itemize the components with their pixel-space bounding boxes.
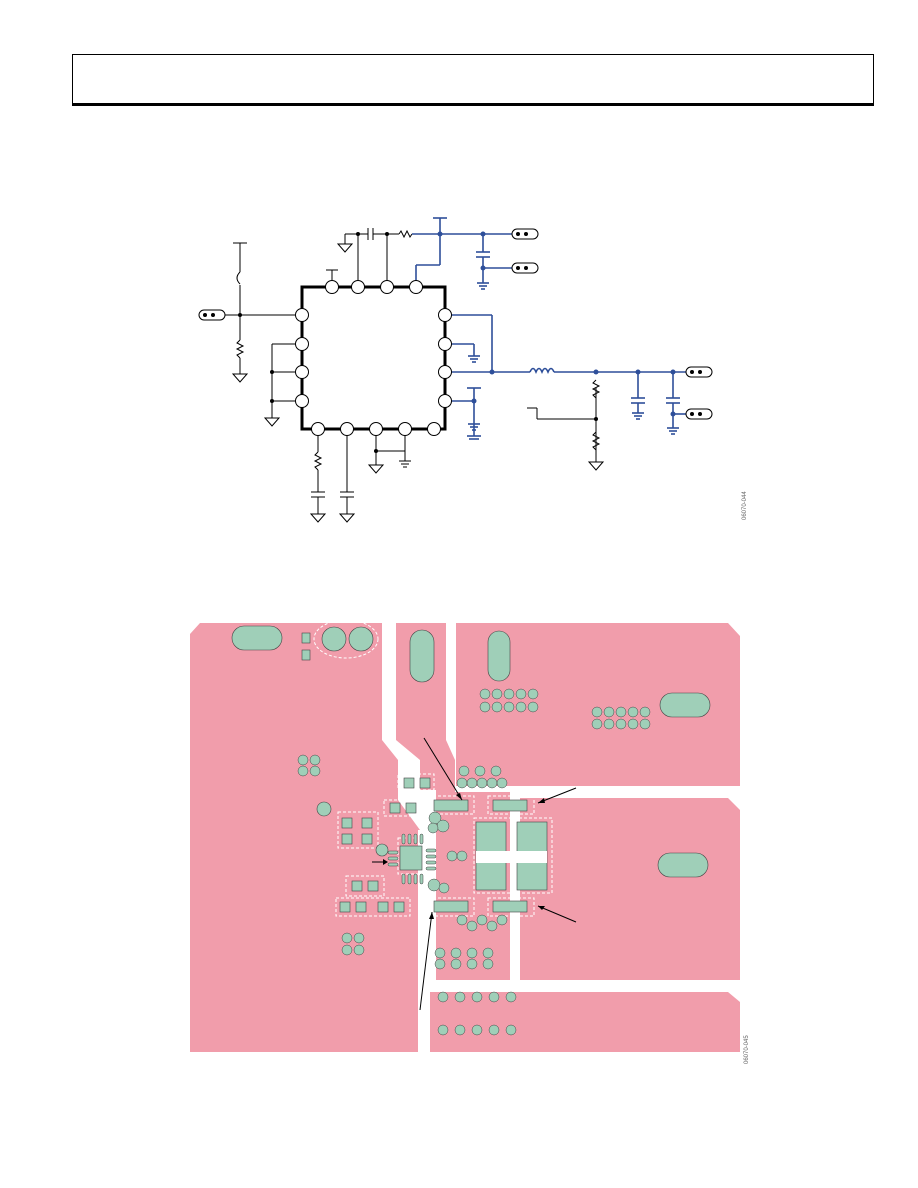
- schematic-diagram: [198, 217, 713, 523]
- page-header-box: [72, 54, 874, 104]
- copper-region-bottom: [430, 992, 740, 1052]
- copper-region-left: [190, 623, 420, 1052]
- copper-region-right: [520, 798, 740, 980]
- pcb-figure-id: 06070-045: [744, 1035, 750, 1064]
- copper-region-top-right: [456, 623, 740, 786]
